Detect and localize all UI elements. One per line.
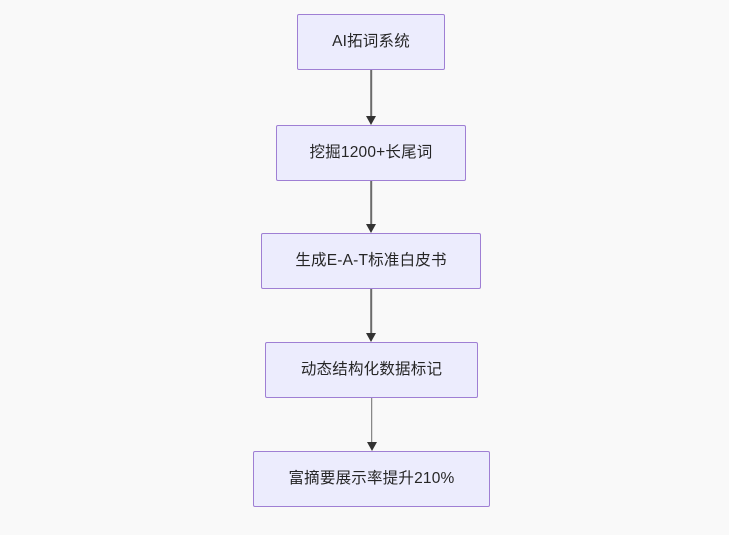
flow-edge-2 <box>370 181 372 224</box>
flow-edge-1 <box>370 70 372 116</box>
arrow-down-icon <box>366 116 376 125</box>
flow-edge-4 <box>370 398 373 442</box>
arrow-down-icon <box>366 224 376 233</box>
flow-node-generate-eat-whitepaper[interactable]: 生成E-A-T标准白皮书 <box>261 233 481 289</box>
flow-node-label: 富摘要展示率提升210% <box>288 470 455 488</box>
flow-node-label: 动态结构化数据标记 <box>300 361 443 379</box>
arrow-down-icon <box>366 442 377 451</box>
flow-edge-3 <box>370 289 372 333</box>
flow-node-label: 挖掘1200+长尾词 <box>309 144 433 162</box>
flow-node-mine-longtail-keywords[interactable]: 挖掘1200+长尾词 <box>276 125 466 181</box>
flow-node-label: 生成E-A-T标准白皮书 <box>295 252 447 270</box>
flow-node-dynamic-structured-data-markup[interactable]: 动态结构化数据标记 <box>265 342 478 398</box>
flow-node-label: AI拓词系统 <box>332 33 410 51</box>
arrow-down-icon <box>366 333 376 342</box>
flow-node-ai-keyword-system[interactable]: AI拓词系统 <box>297 14 445 70</box>
flow-node-rich-snippet-rate-increase[interactable]: 富摘要展示率提升210% <box>253 451 490 507</box>
